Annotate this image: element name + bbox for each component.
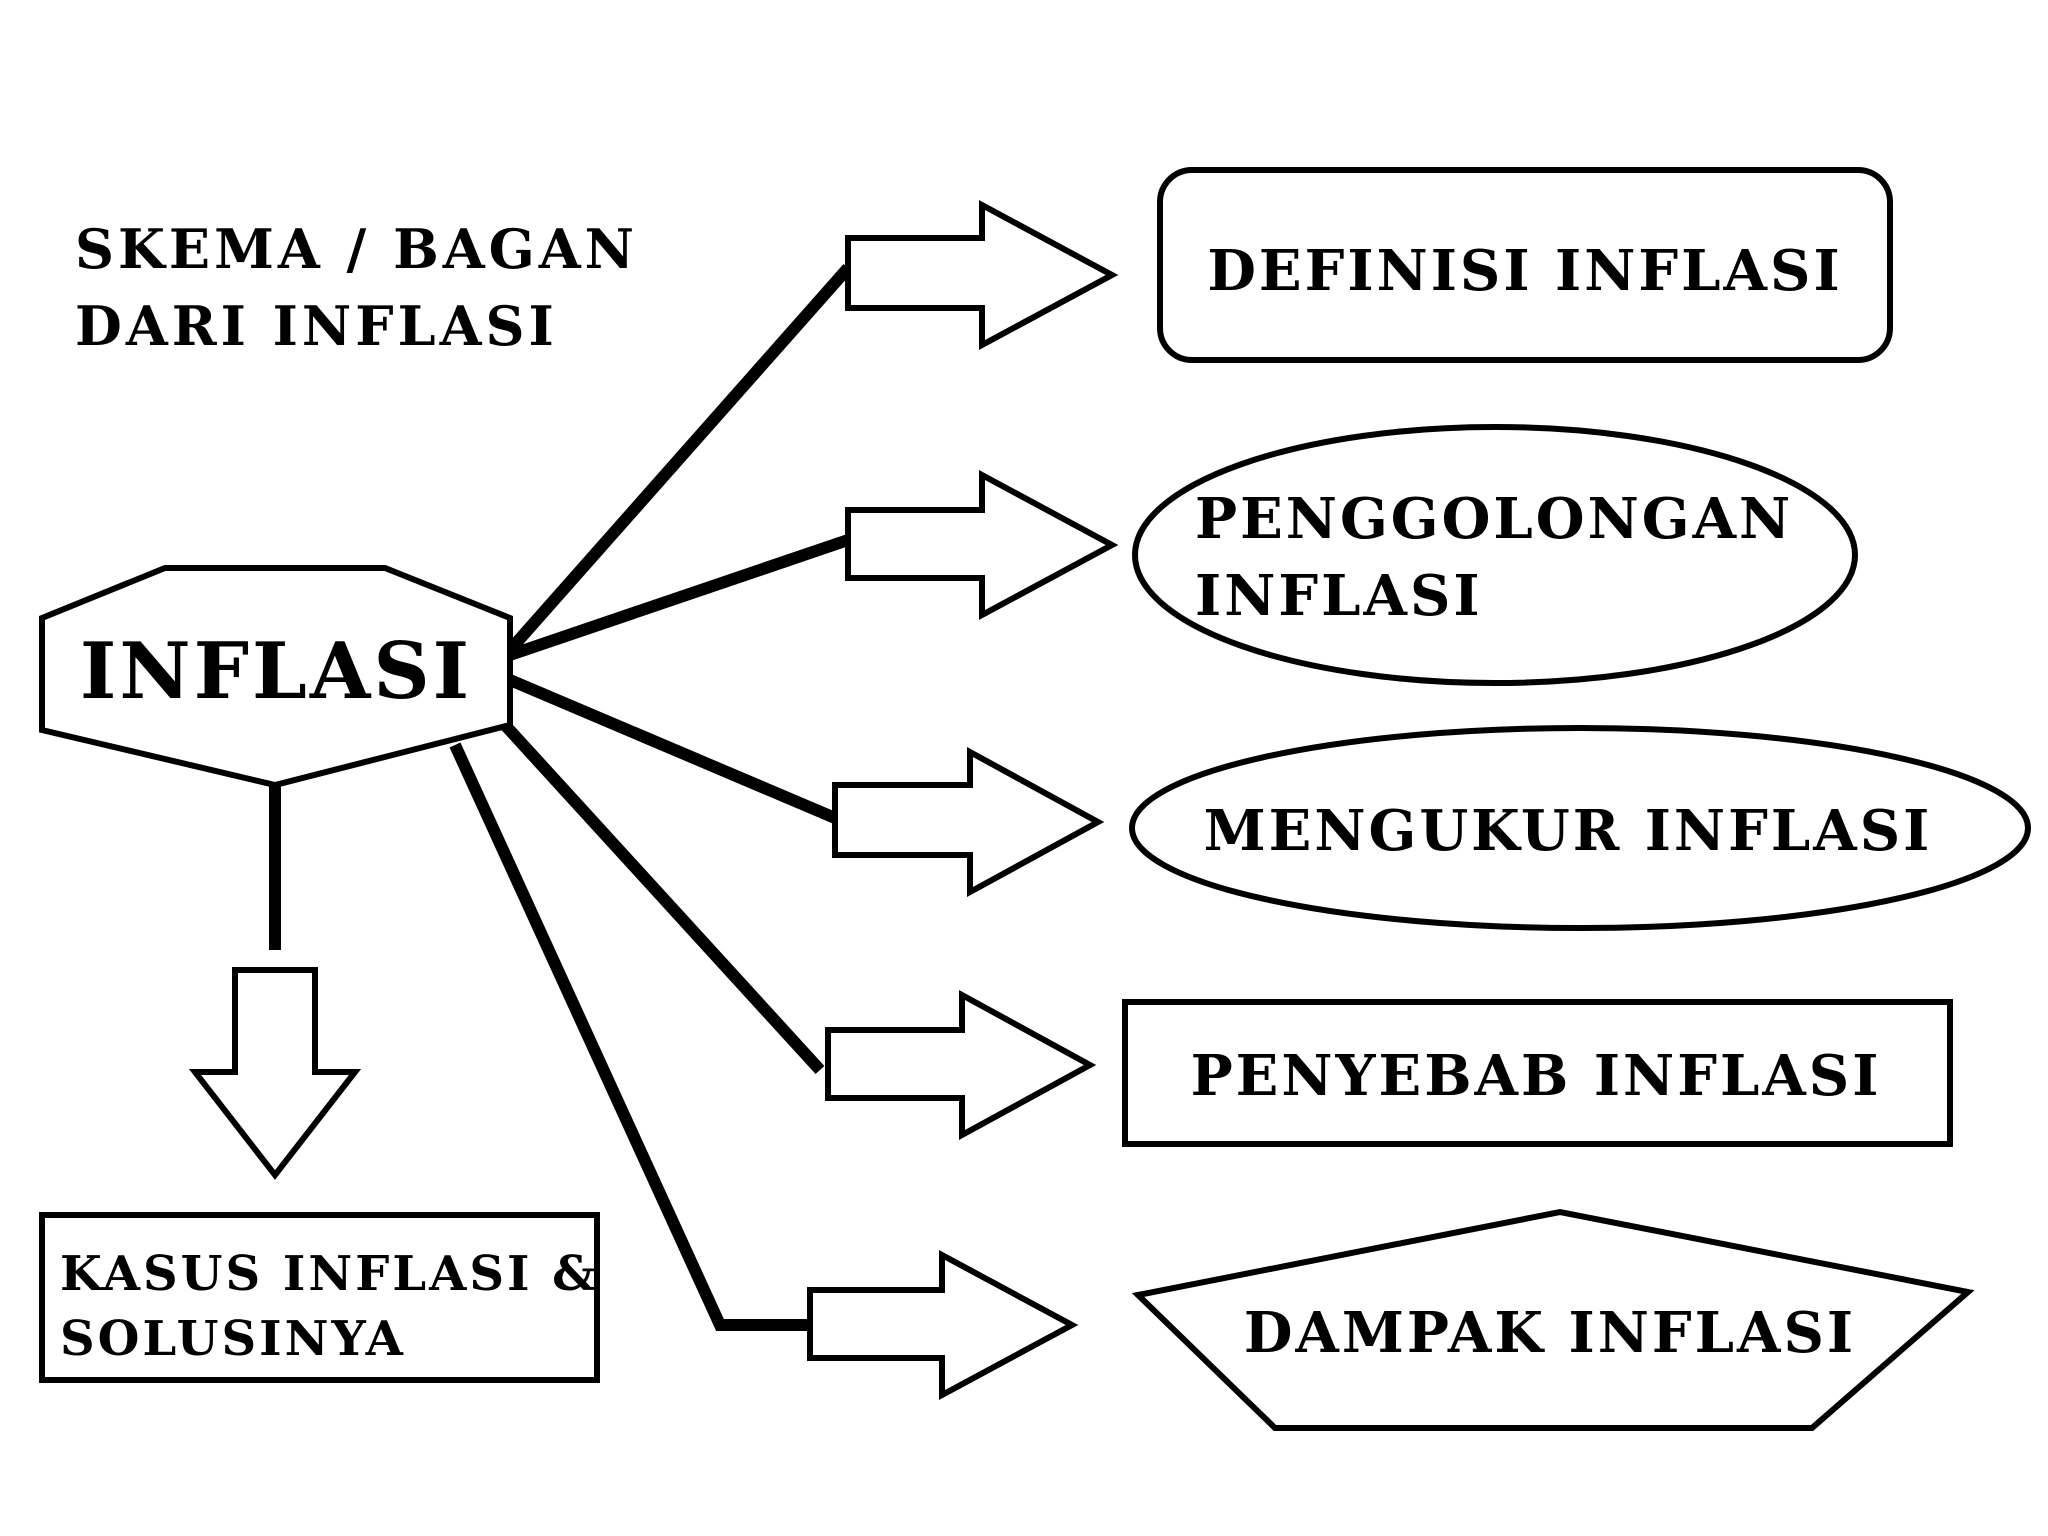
center-node-label: INFLASI [80,626,472,717]
node-penggolongan-label-line-2: INFLASI [1195,563,1483,629]
node-penggolongan-label-line-1: PENGGOLONGAN [1195,486,1793,552]
node-kasus-label-line-1: KASUS INFLASI & [60,1246,598,1302]
node-definisi-label: DEFINISI INFLASI [1207,238,1842,304]
node-mengukur: MENGUKUR INFLASI [1129,725,2031,931]
arrow-right-icon [832,746,1105,898]
node-definisi-box [1157,167,1893,363]
node-penggolongan-ellipse [1132,424,1858,686]
arrow-right-icon [845,199,1119,351]
node-kasus-box [39,1212,600,1383]
diagram-title-line-1: SKEMA / BAGAN [75,217,638,281]
connector-penggolongan [508,534,850,661]
diagram-title-line-2: DARI INFLASI [75,294,558,358]
node-dampak-pentagon [1131,1208,1975,1431]
connectors [269,264,853,1331]
node-mengukur-ellipse [1129,725,2031,931]
connector-penyebab [500,720,825,1075]
node-kasus-label-line-2: SOLUSINYA [60,1311,406,1367]
connector-mengukur [507,674,838,824]
node-mengukur-label: MENGUKUR INFLASI [1204,798,1933,864]
node-penggolongan: PENGGOLONGAN INFLASI [1132,424,1858,686]
arrows [188,199,1119,1401]
node-penyebab-box [1122,999,1953,1147]
arrow-right-icon [845,469,1119,621]
node-dampak-label: DAMPAK INFLASI [1244,1300,1856,1366]
arrow-right-icon [807,1249,1079,1401]
arrow-down-icon [188,967,362,1180]
center-node-hexagon [39,565,513,789]
node-penyebab-label: PENYEBAB INFLASI [1191,1043,1882,1109]
connector-definisi [505,264,853,654]
center-node: INFLASI [39,565,513,789]
node-penyebab: PENYEBAB INFLASI [1122,999,1953,1147]
node-dampak: DAMPAK INFLASI [1131,1208,1975,1431]
connector-dampak [449,742,808,1331]
node-definisi: DEFINISI INFLASI [1157,167,1893,363]
node-kasus: KASUS INFLASI & SOLUSINYA [39,1212,600,1383]
arrow-right-icon [825,989,1097,1141]
